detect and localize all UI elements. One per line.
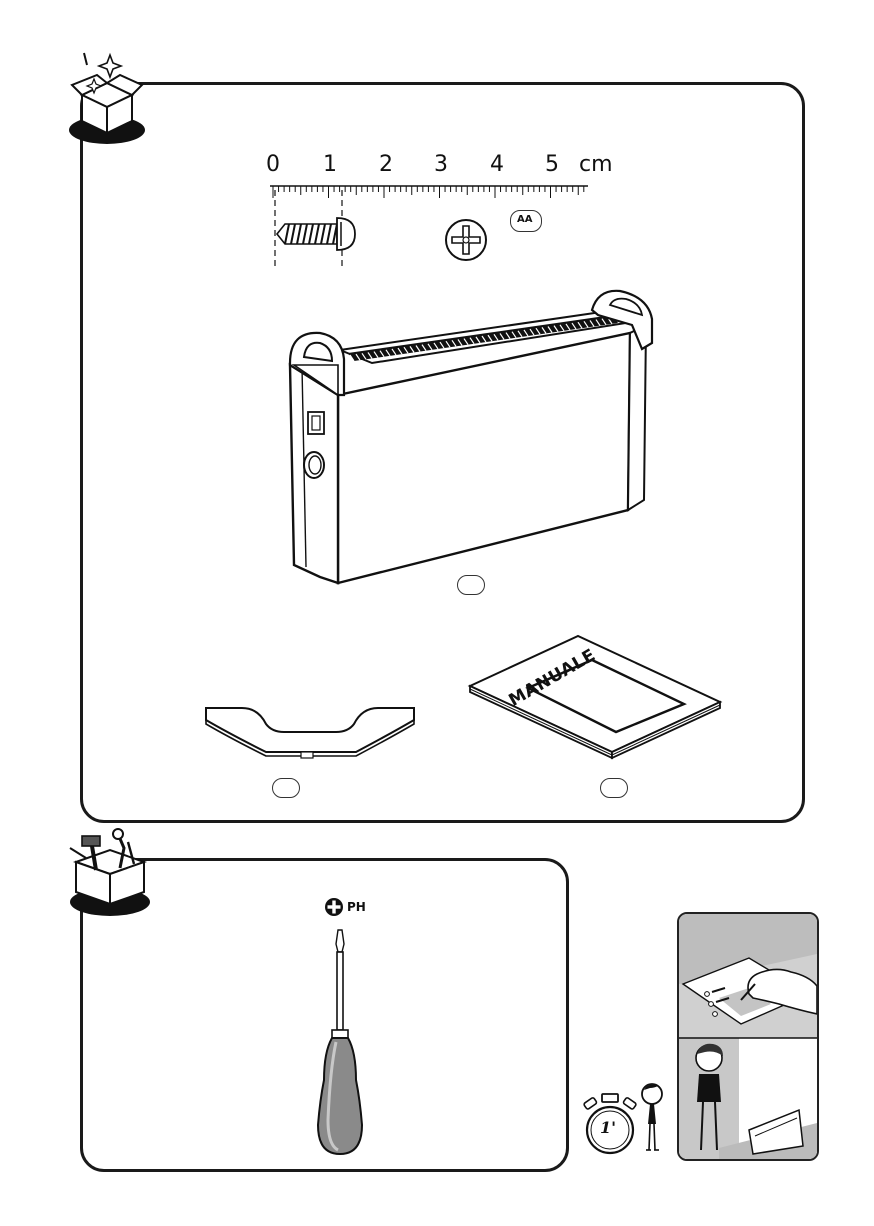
instruction-illustration-panel — [677, 912, 819, 1161]
unbox-icon — [62, 45, 152, 145]
ruler-unit: cm — [579, 152, 613, 177]
reading-manual-scene — [679, 914, 817, 1038]
ruler-label-4: 4 — [490, 152, 504, 177]
duration-label: 1' — [600, 1118, 616, 1137]
screw-icon — [275, 212, 355, 256]
ruler-label-3: 3 — [434, 152, 448, 177]
person-icon — [638, 1080, 666, 1154]
tool-type-label: PH — [347, 900, 366, 914]
toolbox-icon — [62, 828, 158, 918]
manual-part-label — [600, 778, 628, 798]
foot-stand-illustration — [200, 700, 420, 766]
ruler-label-1: 1 — [323, 152, 337, 177]
ruler-label-0: 0 — [266, 152, 280, 177]
screw-code-label: AA — [517, 214, 532, 225]
foot-part-label — [272, 778, 300, 798]
heater-illustration — [280, 285, 660, 585]
screwdriver-illustration — [310, 930, 370, 1160]
ruler-label-2: 2 — [379, 152, 393, 177]
ruler-label-5: 5 — [545, 152, 559, 177]
heater-part-label — [457, 575, 485, 595]
phillips-symbol-icon — [324, 897, 344, 917]
manual-booklet-illustration — [466, 632, 726, 762]
character-and-heater-scene — [679, 1038, 817, 1159]
phillips-screw-head-icon — [443, 217, 489, 263]
